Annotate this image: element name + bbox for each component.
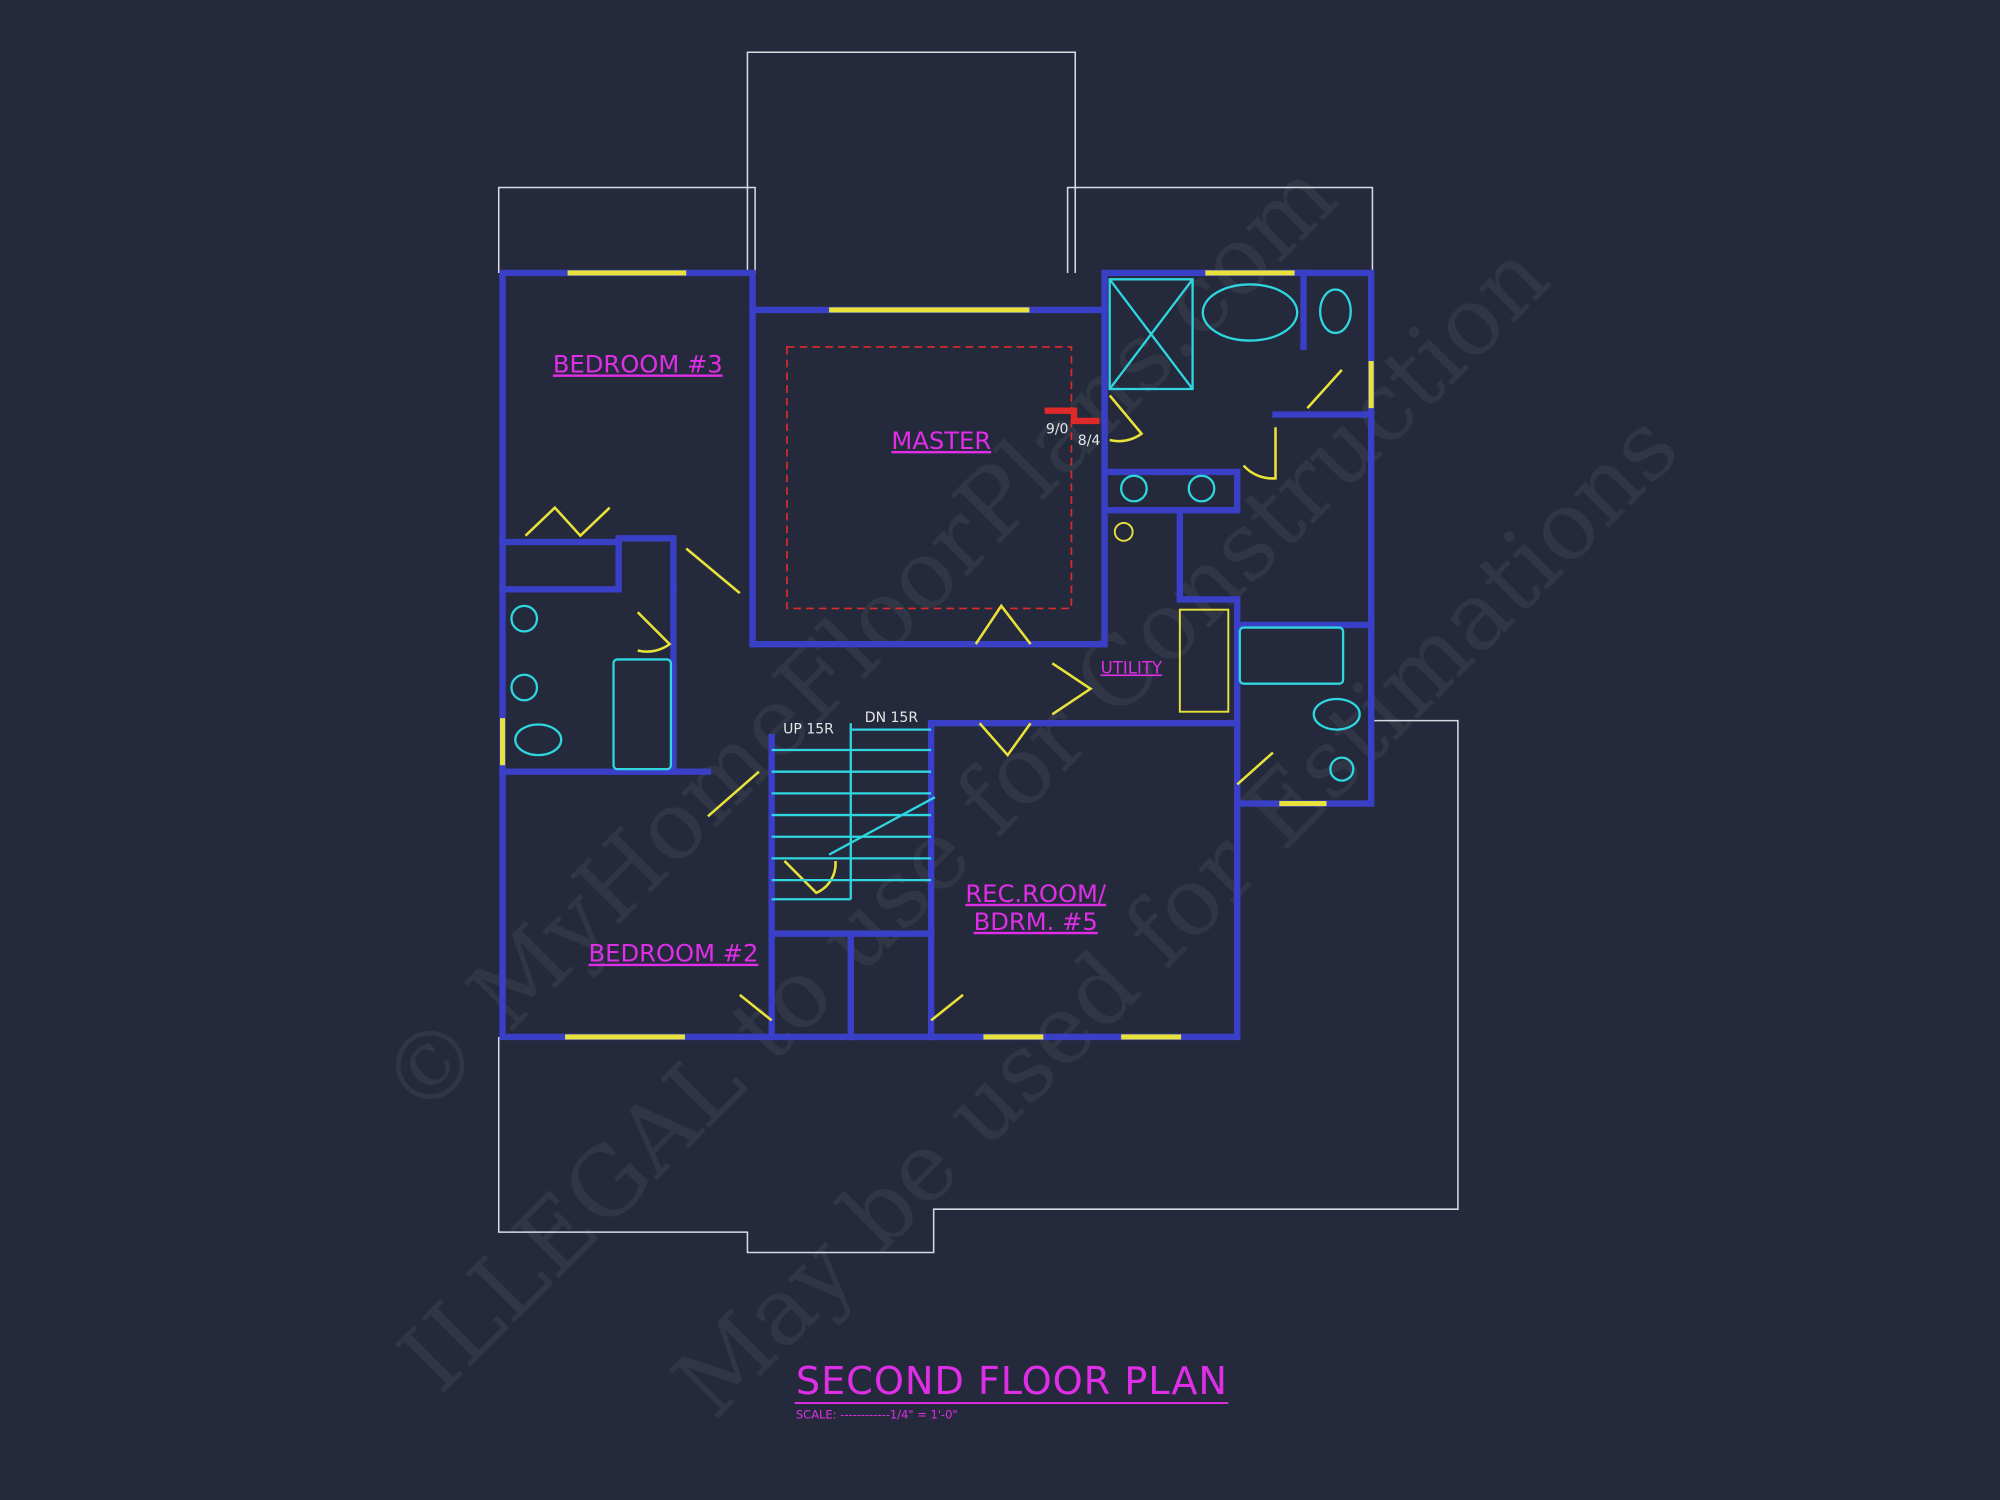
room-label-rec-room-line2: BDRM. #5 [974, 908, 1098, 936]
shower-icon [1108, 278, 1194, 391]
ceiling-height-a: 9/0 [1046, 422, 1069, 438]
windows [499, 270, 1374, 1040]
stairs: UP 15R DN 15R [771, 710, 936, 901]
tub-icon [1238, 626, 1345, 685]
room-label-bedroom-2: BEDROOM #2 [589, 940, 759, 968]
plumbing-fixtures [510, 278, 1361, 782]
washer-dryer-icon [1178, 608, 1230, 713]
stair-down-label: DN 15R [865, 710, 919, 726]
sink-icon [1187, 474, 1216, 503]
sink-icon [510, 673, 539, 702]
room-label-bedroom-3: BEDROOM #3 [553, 350, 723, 378]
toilet-icon [514, 723, 563, 757]
room-label-rec-room-line1: REC.ROOM/ [965, 880, 1107, 908]
watermark-line-2: ILLEGAL to use for Construction [379, 221, 1570, 1412]
tub-icon [612, 658, 673, 771]
sink-icon [1120, 474, 1148, 503]
ceiling-step-marker [1044, 407, 1100, 425]
toilet-icon [1329, 756, 1355, 782]
sink-icon [510, 604, 539, 633]
toilet-icon [1312, 697, 1361, 731]
room-label-master: MASTER [891, 427, 991, 455]
doors [524, 369, 1343, 1022]
tray-ceiling-outline [786, 346, 1073, 610]
room-label-utility: UTILITY [1101, 658, 1163, 677]
ceiling-height-b: 8/4 [1078, 433, 1101, 449]
roof-outline [497, 51, 1459, 1254]
toilet-icon [1318, 288, 1352, 335]
plan-title: SECOND FLOOR PLAN [796, 1359, 1227, 1404]
watermark: © MyHomeFloorPlans.com ILLEGAL to use fo… [359, 141, 1699, 1439]
plan-scale: SCALE: ------------1/4" = 1'-0" [796, 1407, 958, 1421]
tub-icon [1201, 283, 1299, 342]
stair-up-label: UP 15R [783, 721, 834, 737]
